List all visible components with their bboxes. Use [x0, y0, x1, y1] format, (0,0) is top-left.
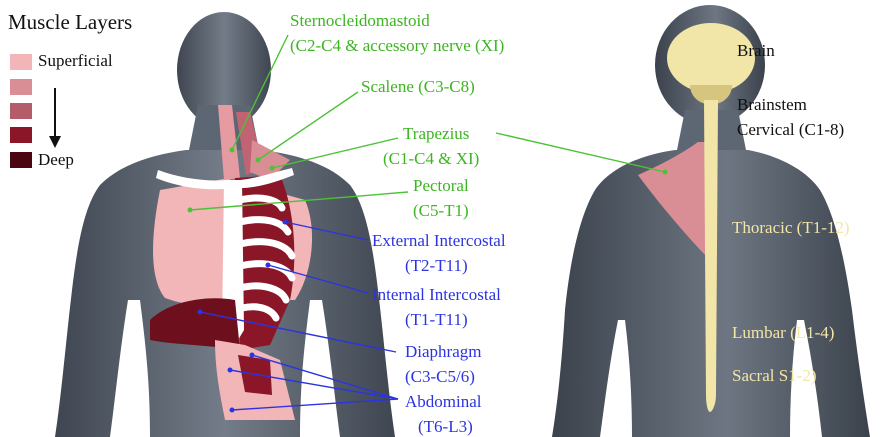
- abdominal-innervation: (T6-L3): [418, 418, 473, 435]
- lumbar-label: Lumbar (L1-4): [732, 324, 834, 341]
- leader-dot: [230, 148, 235, 153]
- legend-title: Muscle Layers: [8, 12, 132, 33]
- cervical-label: Cervical (C1-8): [737, 121, 844, 138]
- spinal-cord: [704, 100, 718, 412]
- ext-intercostal-label: External Intercostal: [372, 232, 506, 249]
- front-body-figure: [55, 12, 395, 437]
- legend-top-label: Superficial: [38, 52, 113, 69]
- int-intercostal-innervation: (T1-T11): [405, 311, 468, 328]
- leader-dot: [256, 158, 261, 163]
- leader-dot: [283, 220, 288, 225]
- ext-intercostal-innervation: (T2-T11): [405, 257, 468, 274]
- leader-dot: [198, 310, 203, 315]
- legend-swatch-4: [10, 127, 32, 143]
- brain-label: Brain: [737, 42, 775, 59]
- scalene-label: Scalene (C3-C8): [361, 78, 475, 95]
- legend-swatch-5: [10, 152, 32, 168]
- diaphragm-innervation: (C3-C5/6): [405, 368, 475, 385]
- leader-dot: [663, 170, 668, 175]
- leader-dot: [266, 263, 271, 268]
- legend-arrow: [49, 88, 61, 148]
- pectoral-innervation: (C5-T1): [413, 202, 469, 219]
- leader-dot: [230, 408, 235, 413]
- legend-swatch-2: [10, 79, 32, 95]
- sacral-label: Sacral S1-2): [732, 367, 817, 384]
- brainstem-label: Brainstem: [737, 96, 807, 113]
- leader-dot: [270, 166, 275, 171]
- pectoral-label: Pectoral: [413, 177, 469, 194]
- legend-bottom-label: Deep: [38, 151, 74, 168]
- scalene-leader: [258, 92, 358, 160]
- trapezius-leader-front: [272, 138, 398, 168]
- int-intercostal-label: Internal Intercostal: [372, 286, 501, 303]
- leader-dot: [188, 208, 193, 213]
- leader-dot: [228, 368, 233, 373]
- leader-dot: [250, 353, 255, 358]
- trapezius-innervation: (C1-C4 & XI): [383, 150, 479, 167]
- abdominal-label: Abdominal: [405, 393, 482, 410]
- scm-label: Sternocleidomastoid: [290, 12, 430, 29]
- diaphragm-label: Diaphragm: [405, 343, 481, 360]
- scm-innervation: (C2-C4 & accessory nerve (XI): [290, 37, 504, 54]
- trapezius-label: Trapezius: [403, 125, 469, 142]
- legend-swatch-3: [10, 103, 32, 119]
- trapezius-leader-back: [496, 133, 665, 172]
- thoracic-label: Thoracic (T1-12): [732, 219, 850, 236]
- legend-swatch-1: [10, 54, 32, 70]
